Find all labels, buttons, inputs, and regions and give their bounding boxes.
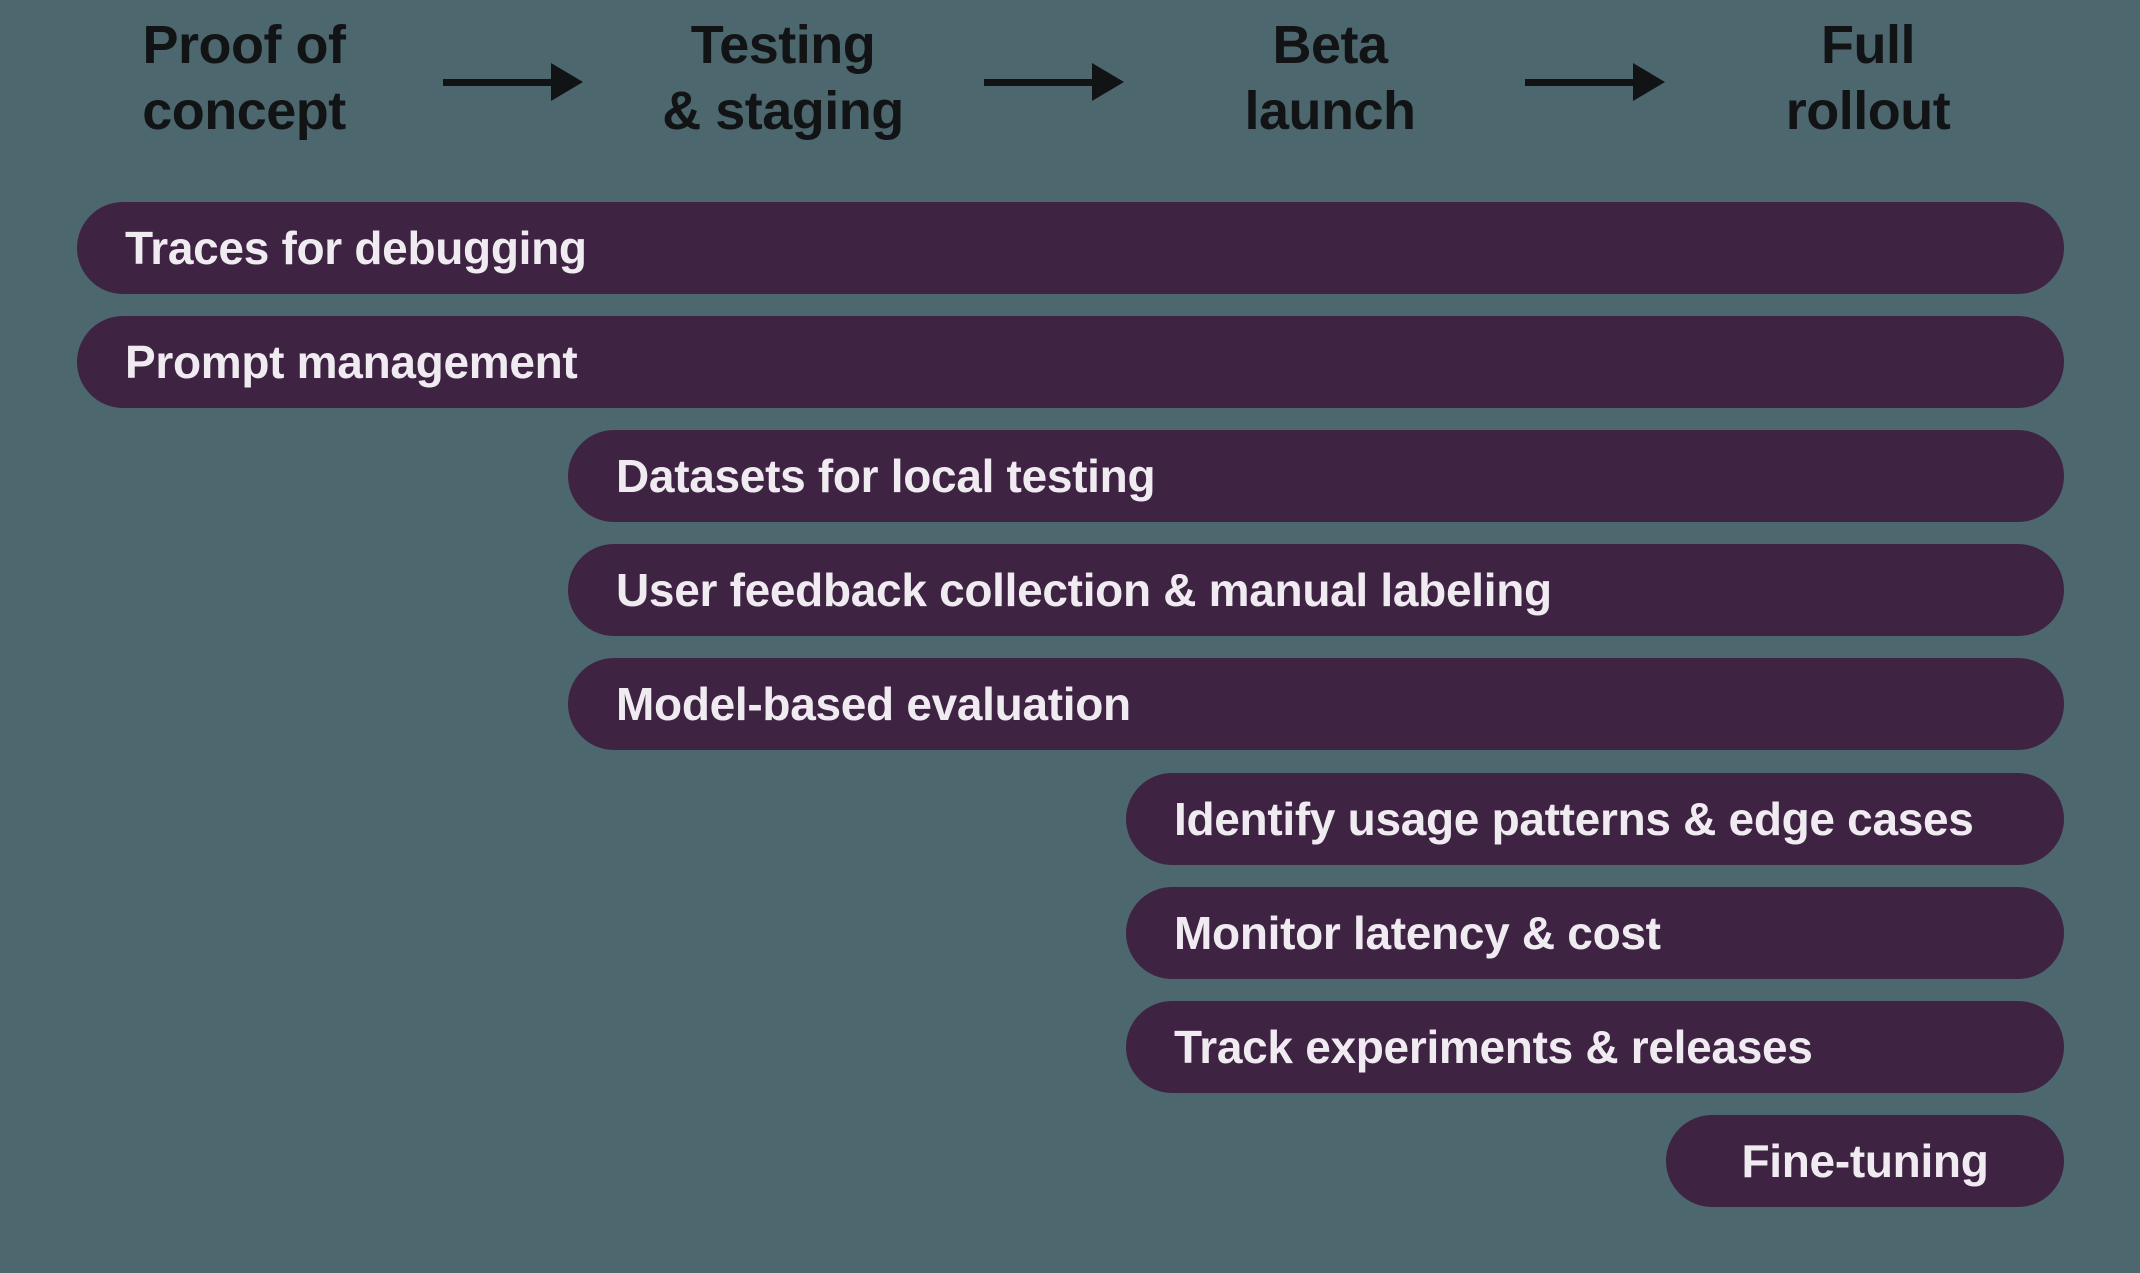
bar-track-experiments-releases: Track experiments & releases <box>1126 1001 2064 1093</box>
arrow-head-icon <box>1633 63 1665 101</box>
bar-label: Identify usage patterns & edge cases <box>1174 793 1974 845</box>
bar-user-feedback-labeling: User feedback collection & manual labeli… <box>568 544 2064 636</box>
bar-model-based-evaluation: Model-based evaluation <box>568 658 2064 750</box>
stage-label-beta-launch: Beta launch <box>1244 15 1416 141</box>
bar-label: Track experiments & releases <box>1174 1021 1813 1073</box>
stage-label-full-rollout: Full rollout <box>1785 15 1951 141</box>
bar-label: Traces for debugging <box>125 222 587 274</box>
arrow-shaft <box>1525 78 1634 86</box>
bar-label: Prompt management <box>125 336 578 388</box>
stage-label-testing-staging: Testing & staging <box>662 15 904 141</box>
bar-datasets-local-testing: Datasets for local testing <box>568 430 2064 522</box>
arrow-shaft <box>984 78 1093 86</box>
bar-label: Fine-tuning <box>1741 1135 1989 1187</box>
stage-label-proof-of-concept: Proof of concept <box>142 15 346 141</box>
bar-traces-for-debugging: Traces for debugging <box>77 202 2064 294</box>
flow-arrow-3 <box>1525 63 1665 101</box>
flow-arrow-2 <box>984 63 1124 101</box>
bar-label: Monitor latency & cost <box>1174 907 1661 959</box>
bar-prompt-management: Prompt management <box>77 316 2064 408</box>
bar-monitor-latency-cost: Monitor latency & cost <box>1126 887 2064 979</box>
bar-label: Model-based evaluation <box>616 678 1131 730</box>
arrow-shaft <box>443 78 552 86</box>
flow-arrow-1 <box>443 63 583 101</box>
bar-identify-usage-patterns: Identify usage patterns & edge cases <box>1126 773 2064 865</box>
bar-label: Datasets for local testing <box>616 450 1156 502</box>
arrow-head-icon <box>1092 63 1124 101</box>
bar-label: User feedback collection & manual labeli… <box>616 564 1552 616</box>
arrow-head-icon <box>551 63 583 101</box>
bar-fine-tuning: Fine-tuning <box>1666 1115 2064 1207</box>
